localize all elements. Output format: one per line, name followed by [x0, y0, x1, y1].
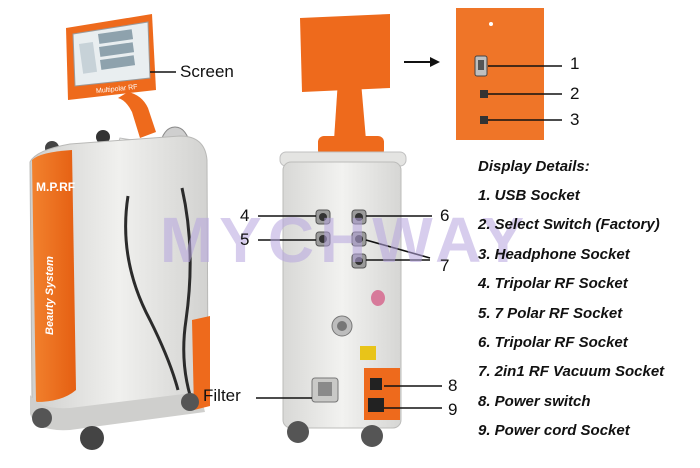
callout-6: 6 [440, 206, 450, 225]
front-neck [118, 92, 156, 138]
front-side-text: Beauty System [44, 256, 56, 335]
front-wheel-3 [181, 393, 199, 411]
back-neck-base [318, 136, 384, 156]
details-item: 1. USB Socket [478, 187, 580, 204]
front-base [30, 392, 205, 431]
front-cable-2 [180, 187, 192, 396]
closeup-panel [456, 8, 544, 140]
callout-2: 2 [570, 84, 580, 103]
watermark: MYCHWAY [160, 204, 530, 276]
back-neck [334, 51, 366, 141]
front-side-orange [192, 316, 210, 410]
details-item: 3. Headphone Socket [478, 245, 630, 263]
callout-4: 4 [240, 206, 250, 225]
label-screen: Screen [180, 62, 234, 81]
details-item: 9. Power cord Socket [478, 422, 630, 440]
callout-9: 9 [448, 400, 458, 419]
details-title: Display Details: [478, 158, 590, 175]
closeup-headphone [480, 116, 488, 124]
front-brand: M.P.RF [36, 180, 76, 194]
callout-3: 3 [570, 110, 580, 129]
front-knob-right [96, 130, 110, 144]
details-item: 6. Tripolar RF Socket [478, 333, 628, 351]
front-cable-1 [124, 195, 180, 391]
details-list: 1. USB Socket 2. Select Switch (Factory)… [478, 186, 664, 451]
back-wheel-1 [287, 421, 309, 443]
details-item: 4. Tripolar RF Socket [478, 275, 628, 293]
front-wheel-2 [80, 426, 104, 450]
closeup-switch [480, 90, 488, 98]
leader-lines [150, 65, 562, 409]
front-screen [66, 14, 156, 100]
callout-7: 7 [440, 256, 450, 275]
front-wheel-1 [32, 408, 52, 428]
power-switch [370, 378, 382, 390]
front-machine [29, 14, 210, 450]
details-item: 2. Select Switch (Factory) [478, 216, 660, 234]
front-orange-strip [32, 150, 76, 402]
back-sticker [371, 290, 385, 306]
label-filter: Filter [203, 386, 241, 405]
back-wheel-2 [361, 425, 383, 447]
callout-1: 1 [570, 54, 580, 73]
back-body [282, 161, 402, 429]
details-item: 8. Power switch [478, 392, 591, 410]
warning-label [360, 346, 376, 360]
power-cord-socket [368, 398, 384, 412]
callout-5: 5 [240, 230, 250, 249]
callout-8: 8 [448, 376, 458, 395]
details-item: 7. 2in1 RF Vacuum Socket [478, 363, 665, 381]
back-machine [279, 14, 407, 447]
power-panel [364, 368, 400, 420]
details-item: 5. 7 Polar RF Socket [478, 304, 623, 322]
